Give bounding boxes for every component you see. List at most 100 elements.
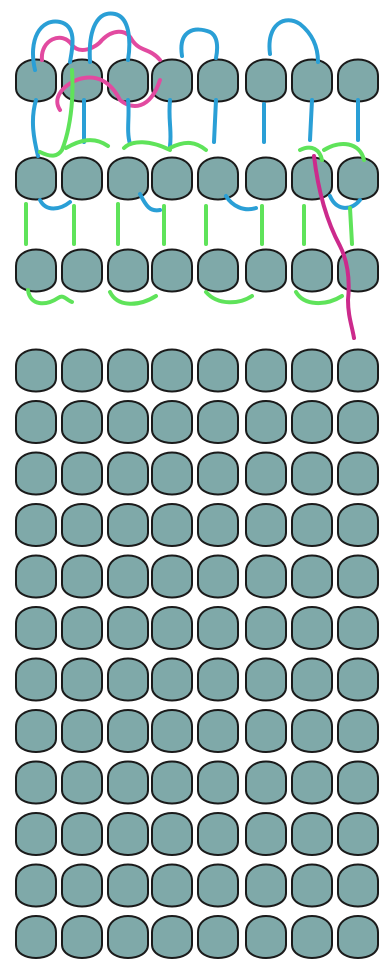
bead-r11-c6 xyxy=(246,710,286,752)
bead-r4-c7 xyxy=(292,350,332,392)
thread-green-verticals xyxy=(26,204,352,244)
bead-r6-c6 xyxy=(246,453,286,495)
bead-r10-c6 xyxy=(246,659,286,701)
bead-r10-c7 xyxy=(292,659,332,701)
bead-r4-c6 xyxy=(246,350,286,392)
bead-r2-c8 xyxy=(338,158,378,200)
bead-r15-c6 xyxy=(246,916,286,958)
bead-r5-c5 xyxy=(198,401,238,443)
bead-r13-c2 xyxy=(62,813,102,855)
bead-r13-c6 xyxy=(246,813,286,855)
bead-r4-c3 xyxy=(108,350,148,392)
bead-r8-c4 xyxy=(152,556,192,598)
bead-r5-c3 xyxy=(108,401,148,443)
bead-r14-c5 xyxy=(198,865,238,907)
bead-r7-c6 xyxy=(246,504,286,546)
bead-r1-c5 xyxy=(198,60,238,102)
bead-grid xyxy=(16,60,378,959)
bead-r9-c6 xyxy=(246,607,286,649)
bead-r15-c7 xyxy=(292,916,332,958)
bead-r5-c4 xyxy=(152,401,192,443)
bead-r5-c7 xyxy=(292,401,332,443)
bead-r8-c2 xyxy=(62,556,102,598)
bead-r15-c3 xyxy=(108,916,148,958)
bead-r11-c8 xyxy=(338,710,378,752)
bead-r14-c7 xyxy=(292,865,332,907)
bead-r2-c4 xyxy=(152,158,192,200)
bead-r9-c3 xyxy=(108,607,148,649)
bead-r15-c2 xyxy=(62,916,102,958)
bead-r1-c2 xyxy=(62,60,102,102)
thread-green-bottom-loops xyxy=(28,290,342,304)
bead-r15-c5 xyxy=(198,916,238,958)
bead-r14-c4 xyxy=(152,865,192,907)
bead-r2-c6 xyxy=(246,158,286,200)
bead-r13-c8 xyxy=(338,813,378,855)
bead-r8-c8 xyxy=(338,556,378,598)
bead-r11-c3 xyxy=(108,710,148,752)
bead-r7-c7 xyxy=(292,504,332,546)
bead-r3-c5 xyxy=(198,250,238,292)
bead-r7-c5 xyxy=(198,504,238,546)
bead-r4-c4 xyxy=(152,350,192,392)
bead-r13-c4 xyxy=(152,813,192,855)
bead-r6-c3 xyxy=(108,453,148,495)
bead-r10-c8 xyxy=(338,659,378,701)
bead-r2-c1 xyxy=(16,158,56,200)
bead-r13-c7 xyxy=(292,813,332,855)
bead-r14-c6 xyxy=(246,865,286,907)
bead-r3-c4 xyxy=(152,250,192,292)
bead-r11-c2 xyxy=(62,710,102,752)
bead-r5-c2 xyxy=(62,401,102,443)
bead-r12-c4 xyxy=(152,762,192,804)
bead-r7-c4 xyxy=(152,504,192,546)
bead-r1-c8 xyxy=(338,60,378,102)
bead-r14-c3 xyxy=(108,865,148,907)
bead-r11-c1 xyxy=(16,710,56,752)
bead-r8-c1 xyxy=(16,556,56,598)
bead-r2-c5 xyxy=(198,158,238,200)
bead-r7-c2 xyxy=(62,504,102,546)
bead-r3-c1 xyxy=(16,250,56,292)
bead-r12-c6 xyxy=(246,762,286,804)
bead-r6-c7 xyxy=(292,453,332,495)
bead-r4-c8 xyxy=(338,350,378,392)
bead-r7-c3 xyxy=(108,504,148,546)
bead-r14-c2 xyxy=(62,865,102,907)
bead-r10-c3 xyxy=(108,659,148,701)
bead-r5-c1 xyxy=(16,401,56,443)
bead-r3-c7 xyxy=(292,250,332,292)
bead-r3-c2 xyxy=(62,250,102,292)
bead-r12-c2 xyxy=(62,762,102,804)
bead-r12-c5 xyxy=(198,762,238,804)
bead-r13-c1 xyxy=(16,813,56,855)
bead-r9-c8 xyxy=(338,607,378,649)
bead-r7-c8 xyxy=(338,504,378,546)
bead-r6-c8 xyxy=(338,453,378,495)
bead-r1-c7 xyxy=(292,60,332,102)
bead-r5-c8 xyxy=(338,401,378,443)
bead-r3-c6 xyxy=(246,250,286,292)
bead-r13-c3 xyxy=(108,813,148,855)
bead-r11-c4 xyxy=(152,710,192,752)
bead-r1-c6 xyxy=(246,60,286,102)
bead-r2-c2 xyxy=(62,158,102,200)
bead-r6-c4 xyxy=(152,453,192,495)
bead-r9-c2 xyxy=(62,607,102,649)
bead-r15-c1 xyxy=(16,916,56,958)
bead-r12-c7 xyxy=(292,762,332,804)
bead-r13-c5 xyxy=(198,813,238,855)
bead-r6-c2 xyxy=(62,453,102,495)
bead-r6-c5 xyxy=(198,453,238,495)
bead-r14-c1 xyxy=(16,865,56,907)
bead-r1-c3 xyxy=(108,60,148,102)
bead-r8-c6 xyxy=(246,556,286,598)
bead-r15-c8 xyxy=(338,916,378,958)
bead-r11-c7 xyxy=(292,710,332,752)
bead-r12-c1 xyxy=(16,762,56,804)
bead-r10-c5 xyxy=(198,659,238,701)
bead-r9-c4 xyxy=(152,607,192,649)
bead-r4-c2 xyxy=(62,350,102,392)
bead-r8-c3 xyxy=(108,556,148,598)
